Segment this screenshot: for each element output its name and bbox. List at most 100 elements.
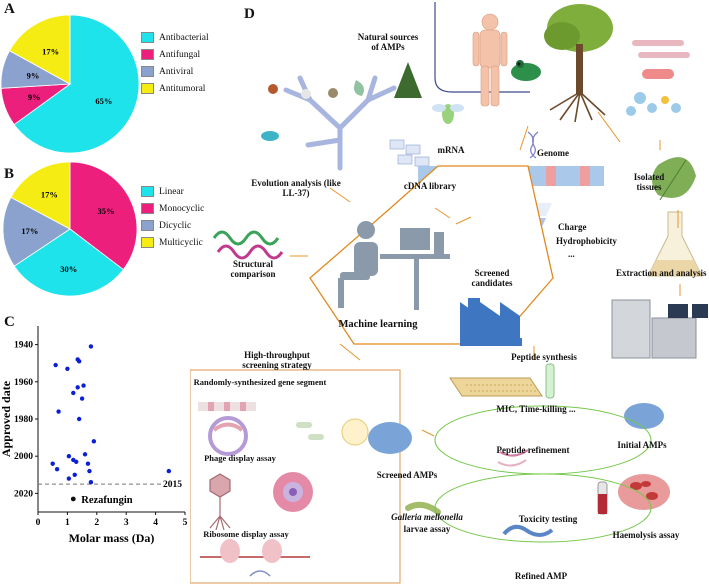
- pie-slice-antitumoral: [8, 14, 71, 85]
- panel-letter-a: A: [4, 1, 15, 17]
- toxicity-label: Toxicity testing: [518, 514, 578, 524]
- larvae-icon: [405, 501, 441, 515]
- hydrophobicity-label: Hydrophobicity: [556, 236, 617, 246]
- isolated-tissues-label: Isolated tissues: [633, 172, 665, 193]
- haemolysis-label: Haemolysis assay: [612, 530, 680, 540]
- legend-item: Monocyclic: [141, 200, 204, 217]
- data-point: [88, 344, 94, 349]
- pie-value-label: 17%: [42, 46, 59, 56]
- frog-icon: [511, 60, 541, 81]
- legend-label: Antitumoral: [159, 83, 206, 94]
- legend-swatch: [141, 66, 154, 77]
- bacteria-culture-icon: [296, 418, 369, 446]
- x-axis-label: Molar mass (Da): [69, 531, 155, 545]
- legend-label: Monocyclic: [159, 203, 205, 214]
- refined-amp-label: Refined AMP: [514, 571, 568, 581]
- leaf-icon: [652, 157, 696, 201]
- y-tick-label: 1960: [14, 378, 33, 388]
- tree-icon: [544, 4, 613, 123]
- htp-label: High-throughput screening strategy: [242, 350, 312, 371]
- x-tick-label: 0: [36, 518, 41, 528]
- x-tick-label: 4: [153, 518, 158, 528]
- legend-swatch: [141, 203, 154, 214]
- pie-slice-dicyclic: [2, 196, 71, 267]
- gene-segment-icon: [198, 402, 256, 456]
- legend-label: Dicyclic: [159, 220, 192, 231]
- evolution-label: Evolution analysis (like LL-37): [251, 178, 341, 199]
- workflow-diagram: [190, 2, 708, 584]
- genome-label: Genome: [537, 148, 569, 158]
- initial-amps-label: Initial AMPs: [617, 440, 667, 450]
- legend-swatch: [141, 83, 154, 94]
- mrna-label: mRNA: [437, 145, 465, 155]
- x-tick-label: 1: [65, 518, 70, 528]
- data-point: [72, 472, 77, 477]
- y-axis-label: Approved date: [0, 380, 13, 457]
- x-tick-label: 3: [124, 518, 129, 528]
- well-plate-icon: [449, 377, 543, 397]
- natural-sources-label: Natural sources of AMPs: [357, 32, 419, 53]
- pie-value-label: 30%: [60, 264, 77, 274]
- data-point: [66, 454, 72, 459]
- bacteria-icon: [626, 40, 690, 116]
- legend-swatch: [141, 220, 154, 231]
- structural-helix-icon: [212, 230, 284, 260]
- pie-value-label: 9%: [27, 71, 40, 81]
- cdna-library-icon: [389, 139, 430, 167]
- data-point: [166, 468, 172, 474]
- more-properties-label: ...: [568, 249, 575, 259]
- data-point: [79, 396, 85, 401]
- data-point: [87, 468, 92, 474]
- pie-value-label: 35%: [98, 206, 115, 216]
- x-tick-label: 5: [183, 518, 188, 528]
- phage-display-label: Phage display assay: [204, 453, 276, 463]
- legend-b: Linear Monocyclic Dicyclic Multicyclic: [141, 183, 204, 251]
- y-tick-label: 1980: [14, 415, 33, 425]
- legend-item: Antibacterial: [141, 29, 209, 46]
- machine-learning-label: Machine learning: [338, 319, 418, 330]
- insect-icon: [432, 104, 464, 124]
- virus-icon: [273, 472, 313, 512]
- ribosome-icon: [200, 539, 310, 577]
- legend-swatch: [141, 32, 154, 43]
- peptide-synthesis-label: Peptide synthesis: [511, 352, 577, 362]
- legend-item: Antitumoral: [141, 80, 209, 97]
- pie-chart-b: 35% 30% 17% 17%: [2, 161, 138, 297]
- data-point: [53, 362, 58, 368]
- flow-arrows: [290, 111, 681, 437]
- legend-swatch: [141, 186, 154, 197]
- pie-value-label: 17%: [41, 190, 58, 200]
- pie-value-label: 65%: [95, 96, 112, 106]
- data-point: [91, 439, 97, 444]
- data-point: [71, 390, 76, 396]
- legend-swatch: [141, 237, 154, 248]
- extraction-label: Extraction and analysis: [616, 268, 707, 278]
- pie-value-label: 9%: [28, 92, 41, 102]
- x-tick-label: 2: [94, 518, 99, 528]
- y-tick-label: 1940: [14, 341, 33, 351]
- red-blood-cells-icon: [618, 474, 670, 510]
- pie-slice-monocyclic: [69, 161, 138, 271]
- larvae-assay-label: larvae assay: [403, 524, 451, 534]
- pie-value-label: 17%: [21, 226, 38, 236]
- highlight-point: [70, 496, 76, 502]
- phage-icon: [209, 473, 231, 531]
- ribosome-display-label: Ribosome display assay: [203, 529, 289, 539]
- y-tick-label: 2000: [14, 452, 33, 462]
- data-point: [75, 385, 80, 390]
- animals-icon: [261, 62, 422, 141]
- sources-bracket: [434, 2, 530, 93]
- legend-label: Multicyclic: [159, 237, 203, 248]
- panel-letter-c: C: [4, 314, 15, 330]
- machine-learning-icon: [338, 221, 450, 310]
- data-point: [65, 366, 70, 371]
- data-point: [74, 459, 79, 464]
- pie-chart-a: 65% 9% 9% 17%: [0, 14, 140, 154]
- screened-amps-label: Screened AMPs: [376, 470, 438, 480]
- highlight-label: Rezafungin: [81, 495, 132, 506]
- lab-instrument-icon: [611, 299, 708, 359]
- legend-item: Antiviral: [141, 63, 209, 80]
- structural-comparison-label: Structural comparison: [230, 259, 276, 280]
- legend-item: Multicyclic: [141, 234, 204, 251]
- panel-letter-d: D: [244, 6, 255, 22]
